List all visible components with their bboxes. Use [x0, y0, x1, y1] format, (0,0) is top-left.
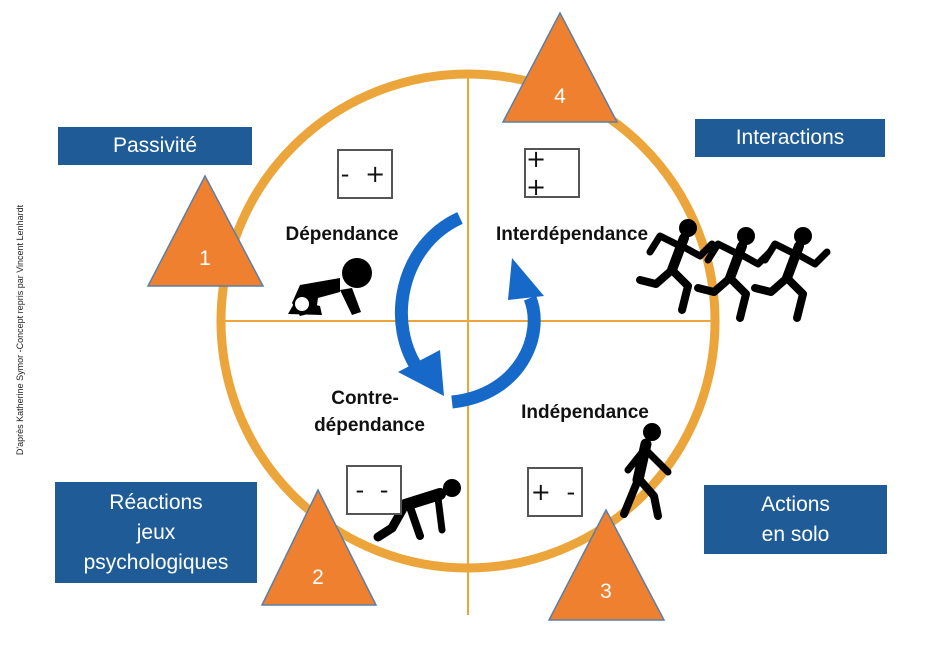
cycle-arrow-down: [394, 212, 463, 376]
triangle-4-number: 4: [554, 85, 566, 108]
cycle-arrow-down-head: [398, 350, 444, 396]
box-interactions-line-1: Interactions: [735, 126, 845, 149]
box-passivite-line-1: Passivité: [112, 134, 198, 157]
crawling-baby-icon: [288, 258, 372, 316]
triangle-1: [146, 174, 265, 287]
box-reactions-line-1: Réactions: [109, 490, 203, 514]
sign-contre: - -: [346, 465, 402, 515]
box-actions-line-2: en solo: [761, 522, 830, 546]
label-interdependance: Interdépendance: [495, 224, 649, 245]
credit-text: D'après Katherine Symor -Concept repris …: [15, 204, 25, 456]
label-contre-2: dépendance: [314, 415, 425, 436]
label-dependance: Dépendance: [285, 224, 399, 245]
sign-interdependance: + +: [524, 145, 580, 201]
sign-dependance: - +: [337, 149, 393, 199]
cycle-ring: [216, 69, 720, 573]
triangle-2-number: 2: [312, 566, 324, 589]
label-independance: Indépendance: [521, 402, 649, 423]
box-passivite: Passivité: [58, 127, 252, 165]
sign-independance: + -: [527, 467, 583, 517]
walking-person-icon: [620, 423, 672, 520]
triangle-4: [501, 11, 619, 123]
triangle-1-number: 1: [199, 247, 211, 270]
cycle-arrow-up-head: [508, 258, 544, 300]
triangle-3: [547, 508, 666, 621]
triangle-2: [260, 488, 378, 606]
box-reactions: Réactions jeux psychologiques: [55, 482, 257, 583]
box-reactions-line-3: psychologiques: [83, 550, 229, 574]
cycle-arrow-up: [451, 295, 541, 409]
running-group-icon: [640, 219, 827, 318]
triangle-3-number: 3: [600, 580, 612, 603]
box-reactions-line-2: jeux: [136, 520, 176, 544]
label-contre-1: Contre-: [331, 388, 399, 409]
box-actions-line-1: Actions: [761, 492, 830, 516]
box-interactions: Interactions: [695, 119, 885, 157]
box-actions: Actions en solo: [704, 485, 887, 554]
